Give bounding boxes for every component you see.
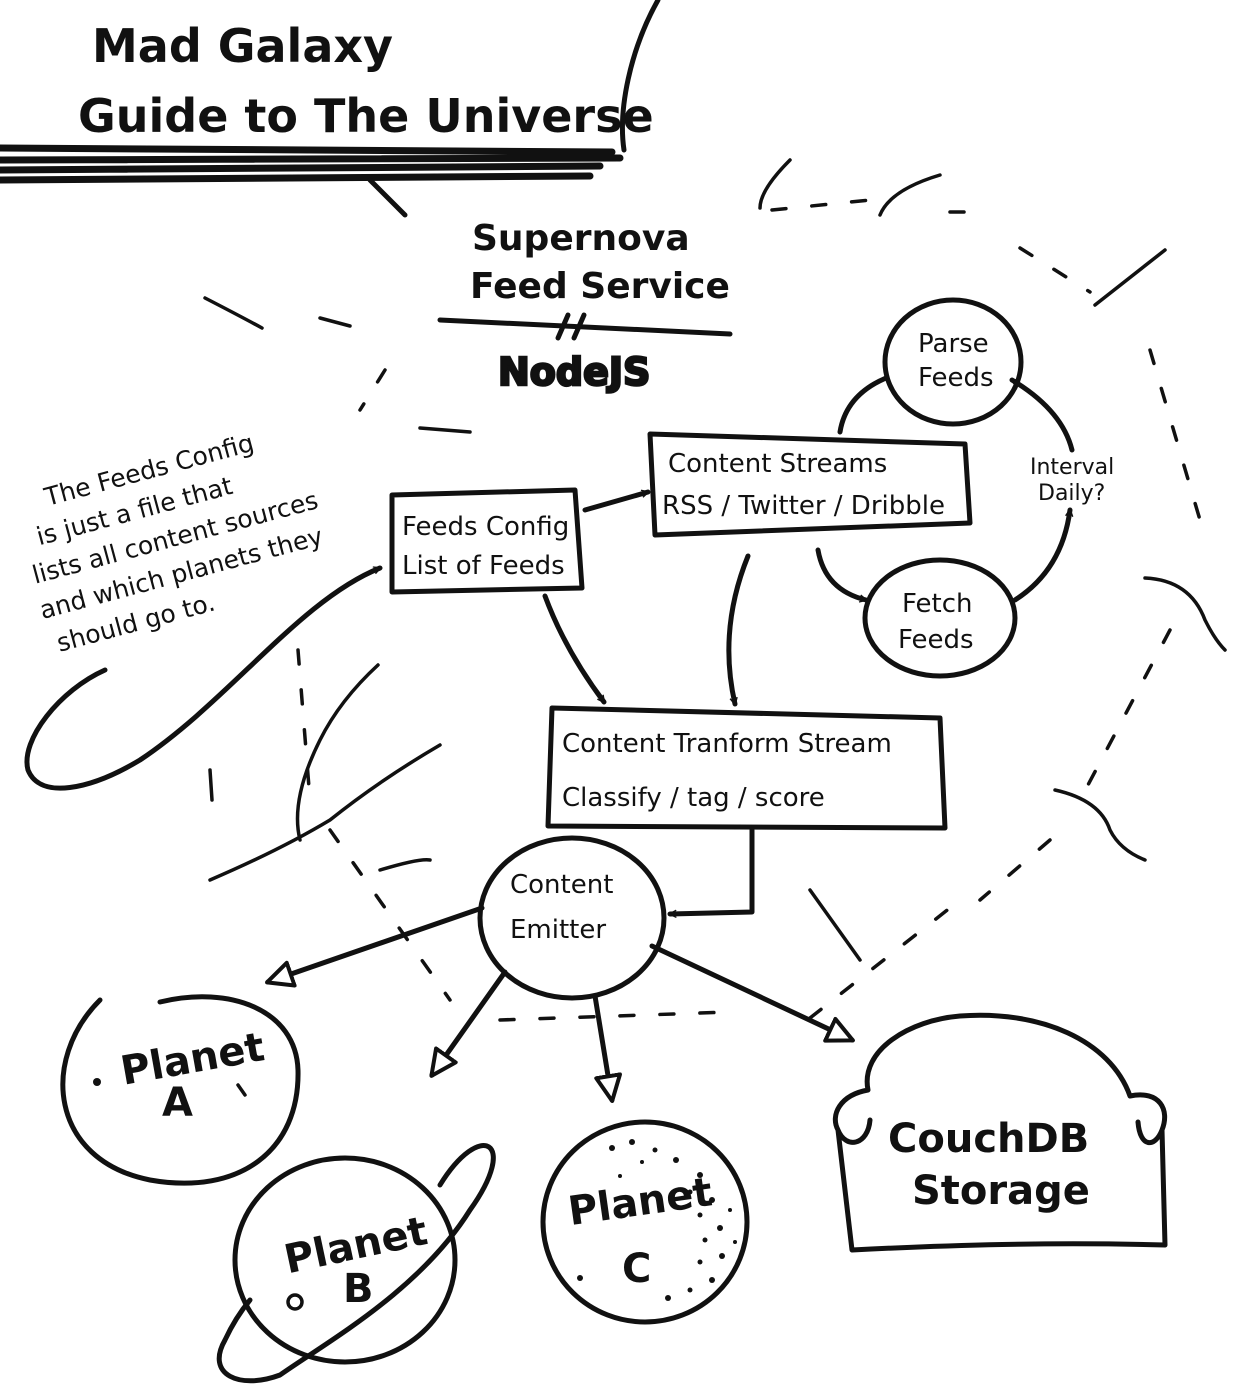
planet-b-dot xyxy=(286,1293,304,1311)
couchdb-node: CouchDB Storage xyxy=(832,1012,1168,1253)
title-line-2: Guide to The Universe xyxy=(78,89,654,143)
feeds-config-node: Feeds Config List of Feeds xyxy=(389,487,585,595)
interval-label-line-2: Daily? xyxy=(1038,481,1105,506)
arrow-parse-to-streams xyxy=(837,375,889,435)
flow-arrows xyxy=(265,375,1075,1103)
content-streams-node: Content Streams RSS / Twitter / Dribble xyxy=(647,431,973,538)
parse-feeds-sublabel: Feeds xyxy=(918,363,994,393)
content-emitter-node: Content Emitter xyxy=(477,835,667,1001)
planet-c-circle xyxy=(540,1119,750,1325)
transform-stream-node: Content Tranform Stream Classify / tag /… xyxy=(545,705,948,831)
service-underline xyxy=(437,317,733,337)
service-name-line-1: Supernova xyxy=(472,218,690,259)
planet-b-ring xyxy=(216,1143,496,1384)
parse-feeds-node: Parse Feeds xyxy=(882,297,1024,427)
feeds-config-box xyxy=(389,487,585,595)
transform-stream-label: Content Tranform Stream xyxy=(562,729,892,759)
transform-stream-box xyxy=(545,705,948,831)
interval-label: Interval Daily? xyxy=(1030,455,1114,506)
title-underline xyxy=(0,144,624,184)
content-emitter-label: Content xyxy=(510,870,613,900)
content-streams-label: Content Streams xyxy=(668,449,887,479)
content-streams-box xyxy=(647,431,973,538)
title-line-1: Mad Galaxy xyxy=(92,19,393,73)
arrow-streams-to-transform xyxy=(726,553,751,707)
parse-feeds-label: Parse xyxy=(918,329,989,359)
planet-b-sublabel: B xyxy=(343,1266,374,1312)
arrow-config-to-streams xyxy=(582,489,651,513)
planet-c-speckles xyxy=(577,1139,737,1301)
arrow-emitter-to-planet-a xyxy=(265,905,485,988)
planet-a-tick xyxy=(236,1083,247,1097)
planet-a-circle xyxy=(60,994,301,1186)
planet-a-sublabel: A xyxy=(162,1080,193,1126)
interval-label-line-1: Interval xyxy=(1030,455,1114,480)
arrow-config-to-transform xyxy=(542,593,607,705)
arrow-transform-to-emitter xyxy=(667,827,755,914)
planet-b-circle xyxy=(232,1155,458,1365)
arrow-interval-to-parse xyxy=(1009,377,1075,453)
arrow-streams-to-fetch xyxy=(815,547,869,600)
couchdb-label: CouchDB xyxy=(888,1116,1089,1162)
content-emitter-circle xyxy=(477,835,667,1001)
fetch-feeds-node: Fetch Feeds xyxy=(862,557,1018,679)
title-border-tick xyxy=(367,177,408,218)
fetch-feeds-sublabel: Feeds xyxy=(898,625,974,655)
arrow-fetch-to-interval xyxy=(1012,507,1070,603)
fetch-feeds-label: Fetch xyxy=(902,589,973,619)
planet-b-node: Planet B xyxy=(216,1143,496,1384)
planet-c-sublabel: C xyxy=(622,1246,651,1292)
fetch-feeds-circle xyxy=(862,557,1018,679)
arrow-emitter-to-planet-b xyxy=(429,969,508,1078)
content-streams-sublabel: RSS / Twitter / Dribble xyxy=(662,491,945,521)
note-arrow xyxy=(24,565,383,791)
nodejs-logo-text: NodeJS xyxy=(498,350,650,394)
planet-a-node: Planet A xyxy=(60,994,301,1186)
feeds-config-label: Feeds Config xyxy=(402,512,569,542)
transform-stream-sublabel: Classify / tag / score xyxy=(562,783,825,813)
galaxy-decorations xyxy=(203,158,1227,1022)
title-block: Mad Galaxy Guide to The Universe xyxy=(0,0,661,218)
service-divider-marks xyxy=(555,312,587,341)
arrow-emitter-to-planet-c xyxy=(592,993,622,1103)
planet-c-node: Planet C xyxy=(540,1119,750,1325)
service-title: Supernova Feed Service NodeJS xyxy=(437,218,733,395)
parse-feeds-circle xyxy=(882,297,1024,427)
title-border-curve xyxy=(620,0,661,153)
content-emitter-sublabel: Emitter xyxy=(510,915,606,945)
arrow-emitter-to-couchdb xyxy=(649,943,855,1043)
service-name-line-2: Feed Service xyxy=(470,266,730,307)
couchdb-sublabel: Storage xyxy=(912,1168,1090,1214)
couchdb-shape xyxy=(832,1012,1168,1253)
feeds-config-sublabel: List of Feeds xyxy=(402,551,565,581)
planet-c-label: Planet xyxy=(565,1169,715,1235)
planet-a-dot xyxy=(93,1078,101,1086)
